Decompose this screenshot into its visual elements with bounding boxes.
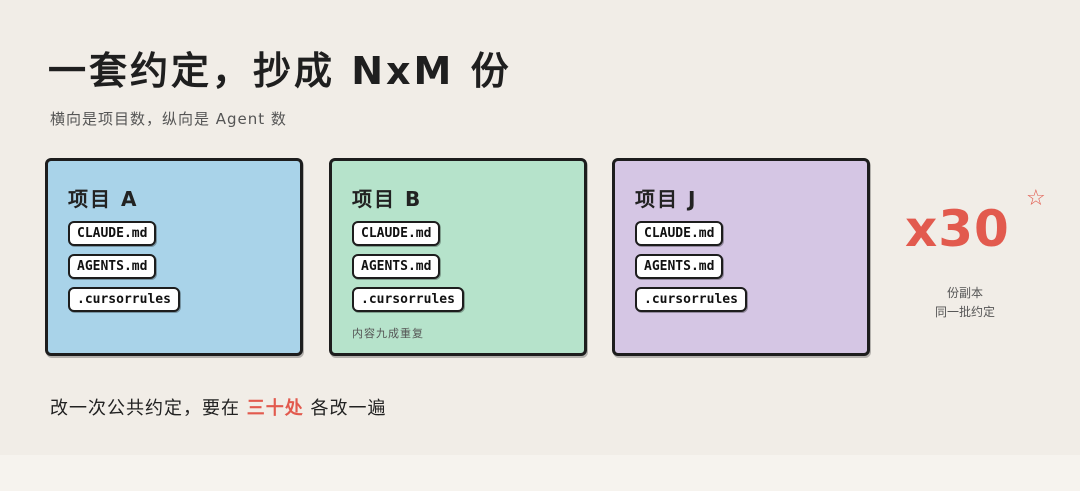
- project-card-a: 项目 A CLAUDE.md AGENTS.md .cursorrules: [45, 158, 303, 356]
- file-badge-claude-md: CLAUDE.md: [635, 221, 724, 246]
- bottom-band: [0, 455, 1080, 491]
- file-badge-agents-md: AGENTS.md: [635, 254, 724, 279]
- multiplier-label: x30: [905, 200, 1010, 258]
- footer-highlight: 三十处: [246, 398, 304, 419]
- card-note: 内容九成重复: [352, 327, 424, 340]
- card-title: 项目 A: [68, 187, 139, 211]
- page-subtitle: 横向是项目数，纵向是 Agent 数: [50, 110, 287, 128]
- footer-prefix: 改一次公共约定，要在: [50, 398, 247, 419]
- project-card-j: 项目 J CLAUDE.md AGENTS.md .cursorrules: [612, 158, 870, 356]
- file-badge-cursorrules: .cursorrules: [635, 287, 747, 312]
- multiplier-caption-line2: 同一批约定: [934, 305, 995, 319]
- file-badge-cursorrules: .cursorrules: [352, 287, 464, 312]
- file-badge-claude-md: CLAUDE.md: [352, 221, 441, 246]
- file-badge-cursorrules: .cursorrules: [68, 287, 180, 312]
- page-title: 一套约定，抄成 NxM 份: [48, 49, 512, 93]
- card-title: 项目 J: [635, 187, 698, 211]
- footer-suffix: 各改一遍: [303, 398, 387, 419]
- multiplier-caption-line1: 份副本: [946, 286, 983, 300]
- star-icon: ☆: [1026, 186, 1046, 211]
- file-badge-claude-md: CLAUDE.md: [68, 221, 157, 246]
- file-badge-agents-md: AGENTS.md: [352, 254, 441, 279]
- card-title: 项目 B: [352, 187, 423, 211]
- project-card-b: 项目 B CLAUDE.md AGENTS.md .cursorrules 内容…: [329, 158, 587, 356]
- file-badge-agents-md: AGENTS.md: [68, 254, 157, 279]
- footer-note: 改一次公共约定，要在 三十处 各改一遍: [50, 394, 386, 420]
- multiplier-caption: 份副本 同一批约定: [915, 284, 1015, 322]
